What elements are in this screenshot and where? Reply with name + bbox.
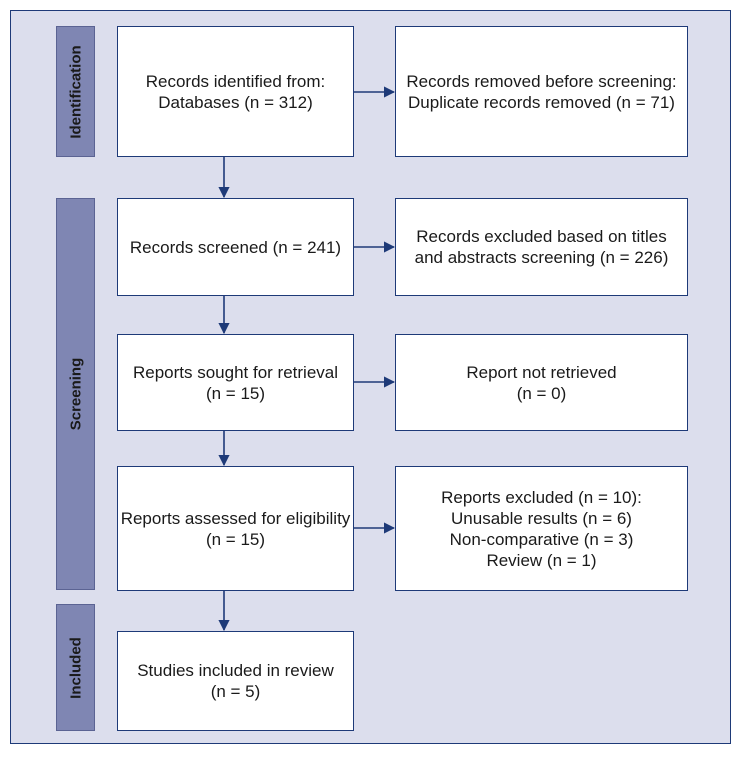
records-removed-line-2: Duplicate records removed (n = 71) xyxy=(408,92,675,112)
reports-not-retrieved-line-1: Report not retrieved xyxy=(466,362,617,382)
phase-included: Included xyxy=(56,604,95,731)
studies-included-line-2: (n = 5) xyxy=(210,682,261,701)
records-screened-box: Records screened (n = 241) xyxy=(117,198,354,296)
phase-identification: Identification xyxy=(56,26,95,157)
reports-sought-line-2: (n = 15) xyxy=(205,383,266,403)
records-screened-line-1: Records screened (n = 241) xyxy=(129,237,342,257)
phase-screening: Screening xyxy=(56,198,95,590)
records-removed-line-1: Records removed before screening: xyxy=(406,71,677,91)
records-removed-box: Records removed before screening: Duplic… xyxy=(395,26,688,157)
reports-assessed-line-1: Reports assessed for eligibility xyxy=(120,508,351,528)
reports-assessed-box: Reports assessed for eligibility (n = 15… xyxy=(117,466,354,591)
studies-included-line-1: Studies included in review xyxy=(137,661,334,680)
reports-not-retrieved-box: Report not retrieved (n = 0) xyxy=(395,334,688,431)
reports-excluded-line-4: Review (n = 1) xyxy=(486,550,597,570)
records-excluded-line-2: and abstracts screening (n = 226) xyxy=(414,248,669,267)
records-identified-box: Records identified from: Databases (n = … xyxy=(117,26,354,157)
phase-included-label: Included xyxy=(67,636,84,699)
reports-excluded-line-2: Unusable results (n = 6) xyxy=(451,508,632,528)
reports-assessed-line-2: (n = 15) xyxy=(205,529,266,549)
records-identified-line-2: Databases (n = 312) xyxy=(158,92,313,112)
records-excluded-line-1: Records excluded based on titles xyxy=(416,227,667,246)
reports-excluded-line-1: Reports excluded (n = 10): xyxy=(441,487,642,507)
reports-excluded-line-3: Non-comparative (n = 3) xyxy=(449,529,634,549)
reports-excluded-box: Reports excluded (n = 10): Unusable resu… xyxy=(395,466,688,591)
reports-sought-line-1: Reports sought for retrieval xyxy=(132,362,339,382)
phase-identification-label: Identification xyxy=(67,44,84,139)
reports-not-retrieved-line-2: (n = 0) xyxy=(516,383,567,403)
reports-sought-box: Reports sought for retrieval (n = 15) xyxy=(117,334,354,431)
records-excluded-box: Records excluded based on titles and abs… xyxy=(395,198,688,296)
studies-included-box: Studies included in review (n = 5) xyxy=(117,631,354,731)
records-identified-line-1: Records identified from: xyxy=(145,71,326,91)
phase-screening-label: Screening xyxy=(67,357,84,431)
